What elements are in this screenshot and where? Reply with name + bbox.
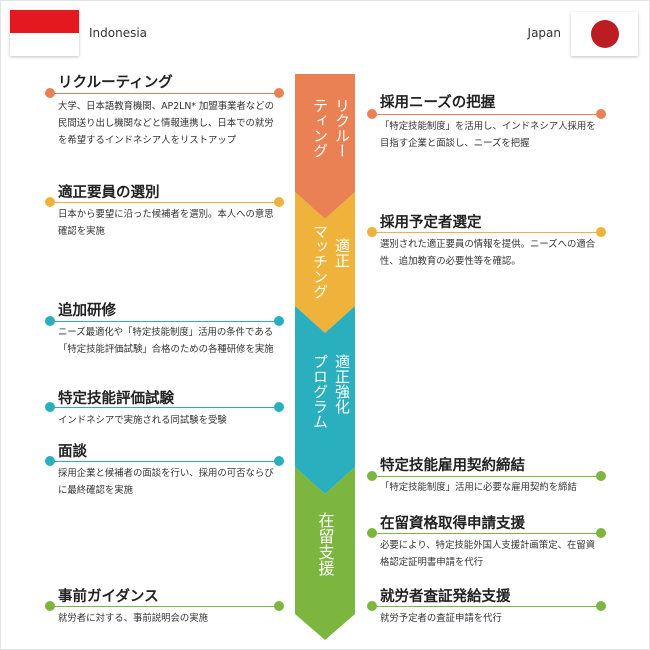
left-connector-line [50,407,278,408]
left-item-recruiting: リクルーティング 大学、日本語教育機関、AP2LN* 加盟事業者などの民間送り出… [58,74,280,149]
right-item-title: 在留資格取得申請支援 [380,516,525,532]
right-connector-line [372,232,600,233]
left-connector-dot [45,88,55,98]
right-connector-dot [596,109,606,119]
left-item-exam: 特定技能評価試験 インドネシアで実施される同試験を受験 [58,390,280,429]
right-item-desc: 就労予定者の査証申請を代行 [380,613,502,624]
japan-flag-icon [571,12,638,56]
left-item-title: 事前ガイダンス [58,589,159,605]
stage-recruit-label-col2: ティング [311,98,329,158]
indonesia-flag-icon [10,10,79,56]
left-item-guidance: 事前ガイダンス 就労者に対する、事前説明会の実施 [58,588,280,627]
stage-matching-label-col2: マッチング [311,224,329,299]
right-item-residence-support: 在留資格取得申請支援 必要により、特定技能外国人支援計画策定、在留資格認定証明書… [380,515,602,571]
right-connector-dot [367,471,377,481]
stage-program-band [295,306,355,494]
left-item-desc: 採用企業と候補者の面談を行い、採用の可否ならびに最終確認を実施 [58,468,274,496]
right-item-desc: 必要により、特定技能外国人支援計画策定、在留資格認定証明書申請を代行 [380,540,596,568]
right-item-desc: 「特定技能制度」活用に必要な雇用契約を締結 [380,482,577,493]
right-item-title: 採用ニーズの把握 [380,95,496,111]
right-connector-dot [367,109,377,119]
left-connector-dot [45,456,55,466]
left-item-title: 適正要員の選別 [58,185,160,201]
left-connector-dot [274,456,284,466]
left-item-interview: 面談 採用企業と候補者の面談を行い、採用の可否ならびに最終確認を実施 [58,443,280,499]
right-item-title: 特定技能雇用契約締結 [380,458,525,474]
left-item-title: リクルーティング [58,75,173,91]
left-item-title: 特定技能評価試験 [58,391,174,407]
left-item-title: 面談 [58,444,87,460]
right-item-desc: 選別された適正要員の情報を提供。ニーズへの適合性、追加教育の必要性等を確認。 [380,239,596,267]
left-connector-line [50,202,278,203]
left-item-desc: 大学、日本語教育機関、AP2LN* 加盟事業者などの民間送り出し機関などと情報連… [58,101,275,146]
stage-recruit-label-col1: リクルー [333,98,351,158]
left-item-title: 追加研修 [58,303,116,319]
right-item-contract: 特定技能雇用契約締結 「特定技能制度」活用に必要な雇用契約を締結 [380,457,620,496]
right-connector-line [372,606,600,607]
right-item-needs: 採用ニーズの把握 「特定技能制度」を活用し、インドネシア人採用を目指す企業と面談… [380,94,602,152]
left-item-desc: インドネシアで実施される同試験を受験 [58,415,227,426]
left-item-desc: 就労者に対する、事前説明会の実施 [58,613,209,624]
stage-program-label-col2: プログラム [311,354,329,429]
process-timeline: リクルー ティング 適正 マッチング 適正強化 プログラム 在留支援 [295,74,355,640]
right-item-candidate-selection: 採用予定者選定 選別された適正要員の情報を提供。ニーズへの適合性、追加教育の必要… [380,214,602,270]
stage-support-label: 在留支援 [316,512,335,577]
right-connector-dot [367,601,377,611]
right-connector-dot [596,471,606,481]
left-connector-dot [45,316,55,326]
right-connector-dot [367,227,377,237]
right-connector-line [372,476,600,477]
right-item-title: 就労者査証発給支援 [380,589,511,605]
left-connector-line [50,321,278,322]
right-country-label: Japan [527,26,561,40]
flag-sun-disc [591,20,619,48]
left-connector-line [50,606,278,607]
left-connector-dot [274,88,284,98]
stage-program-label-col1: 適正強化 [333,353,351,414]
left-connector-dot [274,601,284,611]
right-item-title: 採用予定者選定 [380,215,482,231]
stage-recruit-band [295,74,355,219]
left-connector-dot [45,197,55,207]
left-connector-line [50,93,278,94]
left-connector-line [50,461,278,462]
flag-red-band [10,10,79,33]
left-connector-dot [45,601,55,611]
stage-support-band [295,467,355,640]
right-connector-dot [596,528,606,538]
stage-matching-band [295,192,355,333]
left-connector-dot [274,316,284,326]
left-item-selection: 適正要員の選別 日本から要望に沿った候補者を選別。本人への意思確認を実施 [58,184,280,240]
left-item-desc: ニーズ最適化や「特定技能制度」活用の条件である「特定技能評価試験」合格のための各… [58,327,274,355]
right-connector-dot [596,601,606,611]
right-connector-line [372,533,600,534]
left-item-training: 追加研修 ニーズ最適化や「特定技能制度」活用の条件である「特定技能評価試験」合格… [58,302,280,358]
left-item-desc: 日本から要望に沿った候補者を選別。本人への意思確認を実施 [58,209,274,237]
right-connector-dot [596,227,606,237]
right-connector-line [372,114,600,115]
left-connector-dot [45,402,55,412]
left-country-label: Indonesia [89,26,148,40]
left-connector-dot [274,402,284,412]
left-connector-dot [274,197,284,207]
stage-matching-label-col1: 適正 [333,237,351,268]
right-item-visa-support: 就労者査証発給支援 就労予定者の査証申請を代行 [380,588,602,627]
right-item-desc: 「特定技能制度」を活用し、インドネシア人採用を目指す企業と面談し、ニーズを把握 [380,121,596,149]
right-connector-dot [367,528,377,538]
